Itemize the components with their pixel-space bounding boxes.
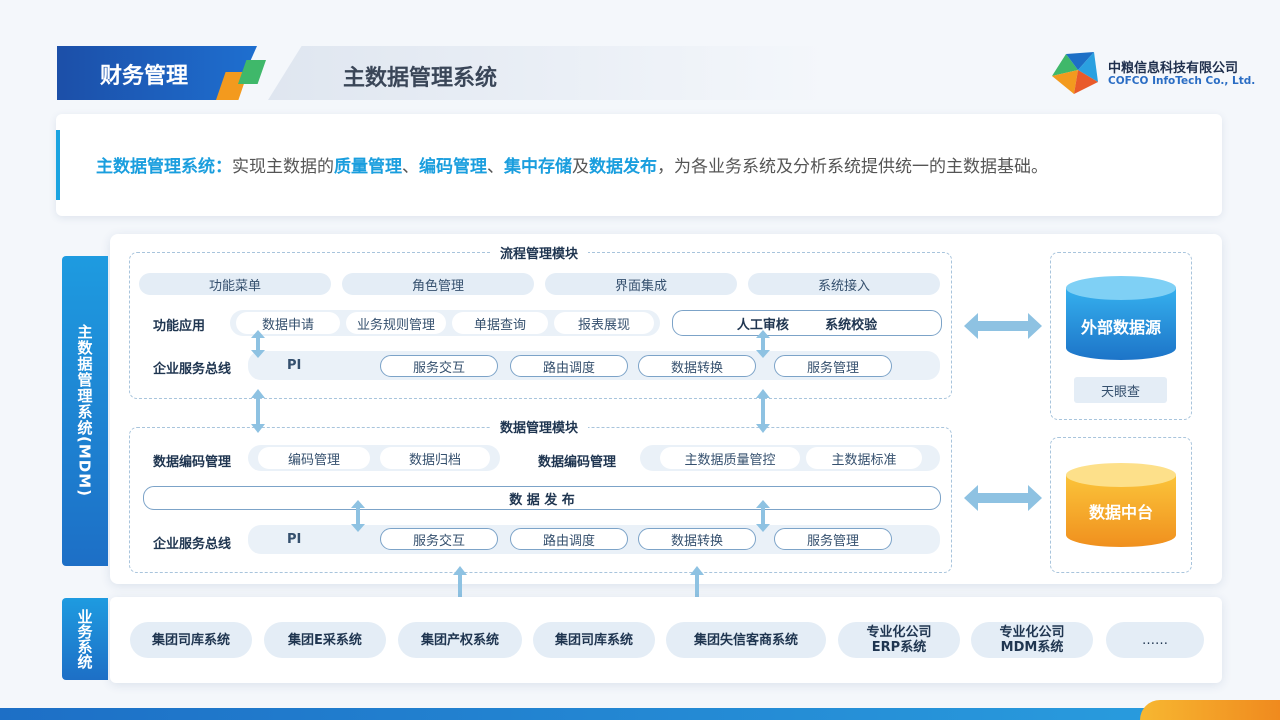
biz-system-pill: 集团司库系统: [130, 622, 252, 658]
footer-accent: [1140, 700, 1280, 720]
esb-label: 企业服务总线: [153, 358, 231, 377]
intro-part: 、: [402, 157, 419, 177]
flow-module-title: 流程管理模块: [490, 243, 588, 262]
code-mgmt-label-2: 数据编码管理: [538, 451, 616, 470]
service-interaction-pill-2: 服务交互: [380, 528, 498, 550]
service-mgmt-pill-2: 服务管理: [774, 528, 892, 550]
company-name-cn: 中粮信息科技有限公司: [1108, 57, 1238, 76]
report-pill: 报表展现: [554, 312, 654, 334]
v-arrow-icon: [351, 500, 365, 532]
data-archive-pill: 数据归档: [380, 447, 490, 469]
esb-label-2: 企业服务总线: [153, 533, 231, 552]
doc-query-pill: 单据查询: [452, 312, 548, 334]
ui-integration-pill: 界面集成: [545, 273, 737, 295]
biz-system-pill: 集团失信客商系统: [666, 622, 826, 658]
intro-part: 、: [487, 157, 504, 177]
intro-text: 主数据管理系统：实现主数据的质量管理、编码管理、集中存储及数据发布，为各业务系统…: [96, 152, 1048, 177]
rule-mgmt-pill: 业务规则管理: [346, 312, 446, 334]
master-standard-pill: 主数据标准: [806, 447, 922, 469]
routing-pill-2: 路由调度: [510, 528, 628, 550]
intro-accent-bar: [56, 130, 60, 200]
biz-system-pill: 专业化公司 ERP系统: [838, 622, 960, 658]
role-mgmt-pill: 角色管理: [342, 273, 534, 295]
pi-label: PI: [287, 358, 301, 373]
biz-system-pill: 集团E采系统: [264, 622, 386, 658]
biz-system-pill: 专业化公司 MDM系统: [971, 622, 1093, 658]
intro-keyword: 质量管理: [334, 157, 402, 177]
intro-part: ，为各业务系统及分析系统提供统一的主数据基础。: [657, 157, 1048, 177]
v-arrow-icon: [251, 389, 265, 433]
system-access-pill: 系统接入: [748, 273, 940, 295]
data-convert-pill: 数据转换: [638, 355, 756, 377]
v-arrow-icon: [756, 330, 770, 358]
intro-keyword: 编码管理: [419, 157, 487, 177]
func-app-label: 功能应用: [153, 315, 205, 334]
intro-part: 及: [572, 157, 589, 177]
v-arrow-icon: [251, 330, 265, 358]
biz-side-label: 业务系统: [62, 598, 108, 680]
quality-control-pill: 主数据质量管控: [660, 447, 800, 469]
cofco-logo-icon: [1048, 48, 1102, 98]
intro-keyword: 集中存储: [504, 157, 572, 177]
review-pill: 人工审核 系统校验: [672, 310, 942, 336]
biz-system-pill: 集团产权系统: [398, 622, 522, 658]
mdm-side-label: 主数据管理系统(MDM): [62, 256, 108, 566]
service-interaction-pill: 服务交互: [380, 355, 498, 377]
pi-label-2: PI: [287, 532, 301, 547]
intro-card: 主数据管理系统：实现主数据的质量管理、编码管理、集中存储及数据发布，为各业务系统…: [56, 114, 1222, 216]
v-arrow-icon: [756, 500, 770, 532]
external-source-label: 外部数据源: [1066, 314, 1176, 338]
data-platform-label: 数据中台: [1066, 499, 1176, 523]
tianyancha-tag: 天眼查: [1074, 377, 1167, 403]
service-mgmt-pill: 服务管理: [774, 355, 892, 377]
company-name-en: COFCO InfoTech Co., Ltd.: [1108, 75, 1255, 87]
h-arrow-icon: [964, 313, 1042, 339]
routing-pill: 路由调度: [510, 355, 628, 377]
code-mgmt-pill: 编码管理: [258, 447, 370, 469]
data-module-title: 数据管理模块: [490, 417, 588, 436]
v-arrow-icon: [756, 389, 770, 433]
code-mgmt-label: 数据编码管理: [153, 451, 231, 470]
biz-system-pill-more: ……: [1106, 622, 1204, 658]
func-menu-pill: 功能菜单: [139, 273, 331, 295]
footer-bar: [0, 708, 1280, 720]
data-convert-pill-2: 数据转换: [638, 528, 756, 550]
intro-part: 实现主数据的: [232, 157, 334, 177]
h-arrow-icon: [964, 485, 1042, 511]
header-tab-title: 财务管理: [100, 58, 188, 90]
intro-label: 主数据管理系统：: [96, 157, 232, 177]
biz-system-pill: 集团司库系统: [533, 622, 655, 658]
data-publish-bar: 数 据 发 布: [143, 486, 941, 510]
page-title: 主数据管理系统: [343, 60, 497, 92]
intro-keyword: 数据发布: [589, 157, 657, 177]
